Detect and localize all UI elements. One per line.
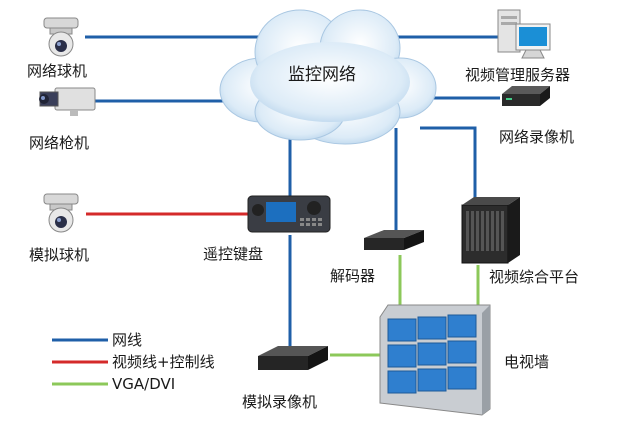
legend-lines: [52, 338, 108, 386]
analog-dome-label: 模拟球机: [29, 246, 90, 264]
decoder-label: 解码器: [330, 267, 376, 285]
box-camera-label: 网络枪机: [29, 134, 90, 152]
cable-keyboard-to-dvr: [288, 235, 305, 352]
server-label: 视频管理服务器: [465, 66, 571, 84]
server-icon: [497, 9, 551, 59]
video-wall-icon: [379, 304, 491, 416]
box-camera-icon: [39, 87, 96, 116]
network-cloud: [219, 9, 437, 145]
legend-vga-dvi-label: VGA/DVI: [112, 375, 176, 393]
cable-cloud-to-platform: [420, 126, 477, 205]
analog-dome-icon: [43, 193, 79, 233]
platform-icon: [461, 197, 520, 264]
platform-label: 视频综合平台: [489, 268, 580, 286]
keyboard-label: 遥控键盘: [203, 245, 264, 263]
dvr-icon: [258, 346, 328, 370]
legend-video-control-label: 视频线+控制线: [112, 353, 215, 371]
video-wall-label: 电视墙: [504, 353, 550, 371]
legend-network-label: 网线: [112, 331, 143, 349]
dome-camera-icon: [43, 17, 79, 57]
nvr-label: 网络录像机: [499, 128, 575, 146]
nvr-icon: [502, 86, 550, 106]
keyboard-icon: [247, 195, 331, 233]
cloud-label: 监控网络: [288, 65, 356, 85]
decoder-icon: [364, 230, 424, 250]
dome-camera-label: 网络球机: [27, 62, 88, 80]
dvr-label: 模拟录像机: [242, 393, 318, 411]
